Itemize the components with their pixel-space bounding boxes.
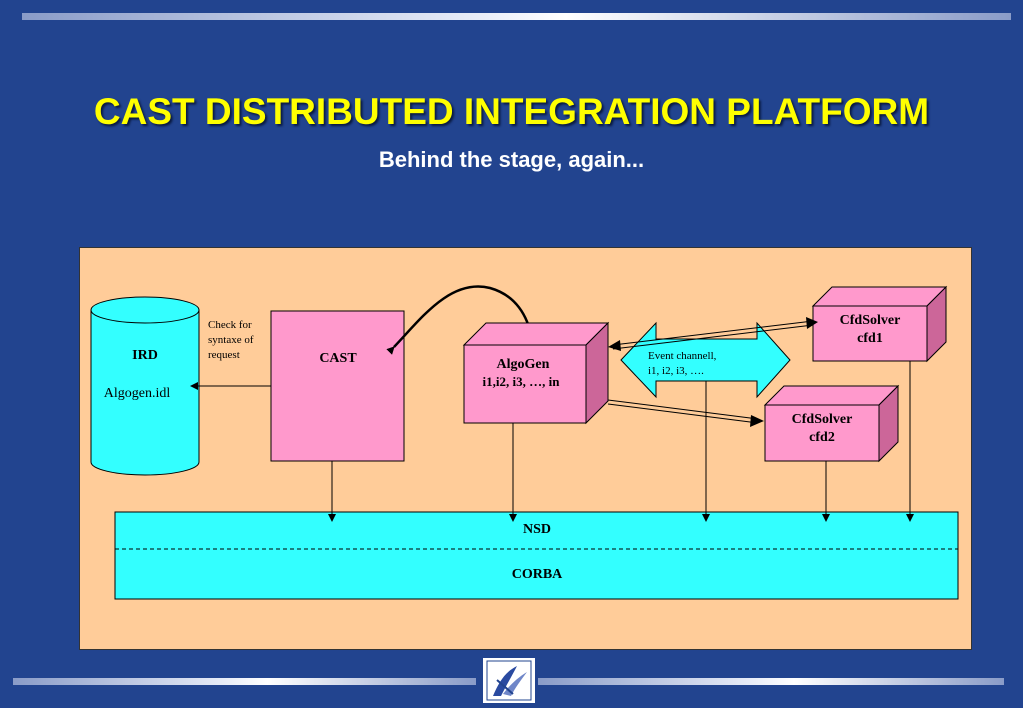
page-subtitle: Behind the stage, again... bbox=[378, 147, 645, 172]
cfd1-name: CfdSolver bbox=[840, 313, 901, 328]
algogen-cfd1-link bbox=[608, 317, 818, 351]
check-note-line: syntaxe of bbox=[208, 334, 254, 346]
cast-label: CAST bbox=[319, 351, 357, 366]
corba-label: CORBA bbox=[512, 567, 563, 582]
ird-file-label: Algogen.idl bbox=[104, 386, 171, 401]
event-channel-arrow[interactable]: Event channell, i1, i2, i3, …. bbox=[620, 321, 791, 399]
nsd-corba-bus[interactable]: NSD CORBA bbox=[114, 511, 959, 600]
cfdsolver-cfd1-box[interactable]: CfdSolver cfd1 bbox=[811, 285, 948, 363]
bottom-decor-bar-right bbox=[538, 678, 1004, 685]
check-note: Check for syntaxe of request bbox=[208, 319, 254, 361]
ird-title: IRD bbox=[132, 348, 158, 363]
cast-algogen-curve-arrow bbox=[386, 285, 535, 355]
ird-database[interactable]: IRD Algogen.idl bbox=[90, 296, 200, 476]
cfd1-id: cfd1 bbox=[857, 331, 883, 346]
institute-logo-icon bbox=[482, 657, 536, 704]
event-channel-line: Event channell, bbox=[648, 350, 717, 362]
algogen-cfd2-link bbox=[607, 399, 764, 427]
cfdsolver-cfd2-box[interactable]: CfdSolver cfd2 bbox=[763, 384, 900, 463]
cast-box[interactable]: CAST bbox=[270, 310, 405, 462]
page-title: CAST DISTRIBUTED INTEGRATION PLATFORM bbox=[93, 91, 930, 132]
nsd-label: NSD bbox=[523, 522, 551, 537]
cfd2-name: CfdSolver bbox=[792, 412, 853, 427]
event-channel-line: i1, i2, i3, …. bbox=[648, 365, 704, 377]
algogen-name: AlgoGen bbox=[497, 357, 550, 372]
algogen-box[interactable]: AlgoGen i1,i2, i3, …, in bbox=[462, 321, 610, 425]
cfd2-id: cfd2 bbox=[809, 430, 835, 445]
check-note-line: request bbox=[208, 349, 240, 361]
algogen-params: i1,i2, i3, …, in bbox=[483, 374, 561, 389]
top-decor-bar bbox=[22, 13, 1011, 20]
bottom-decor-bar-left bbox=[13, 678, 476, 685]
check-note-line: Check for bbox=[208, 319, 252, 331]
